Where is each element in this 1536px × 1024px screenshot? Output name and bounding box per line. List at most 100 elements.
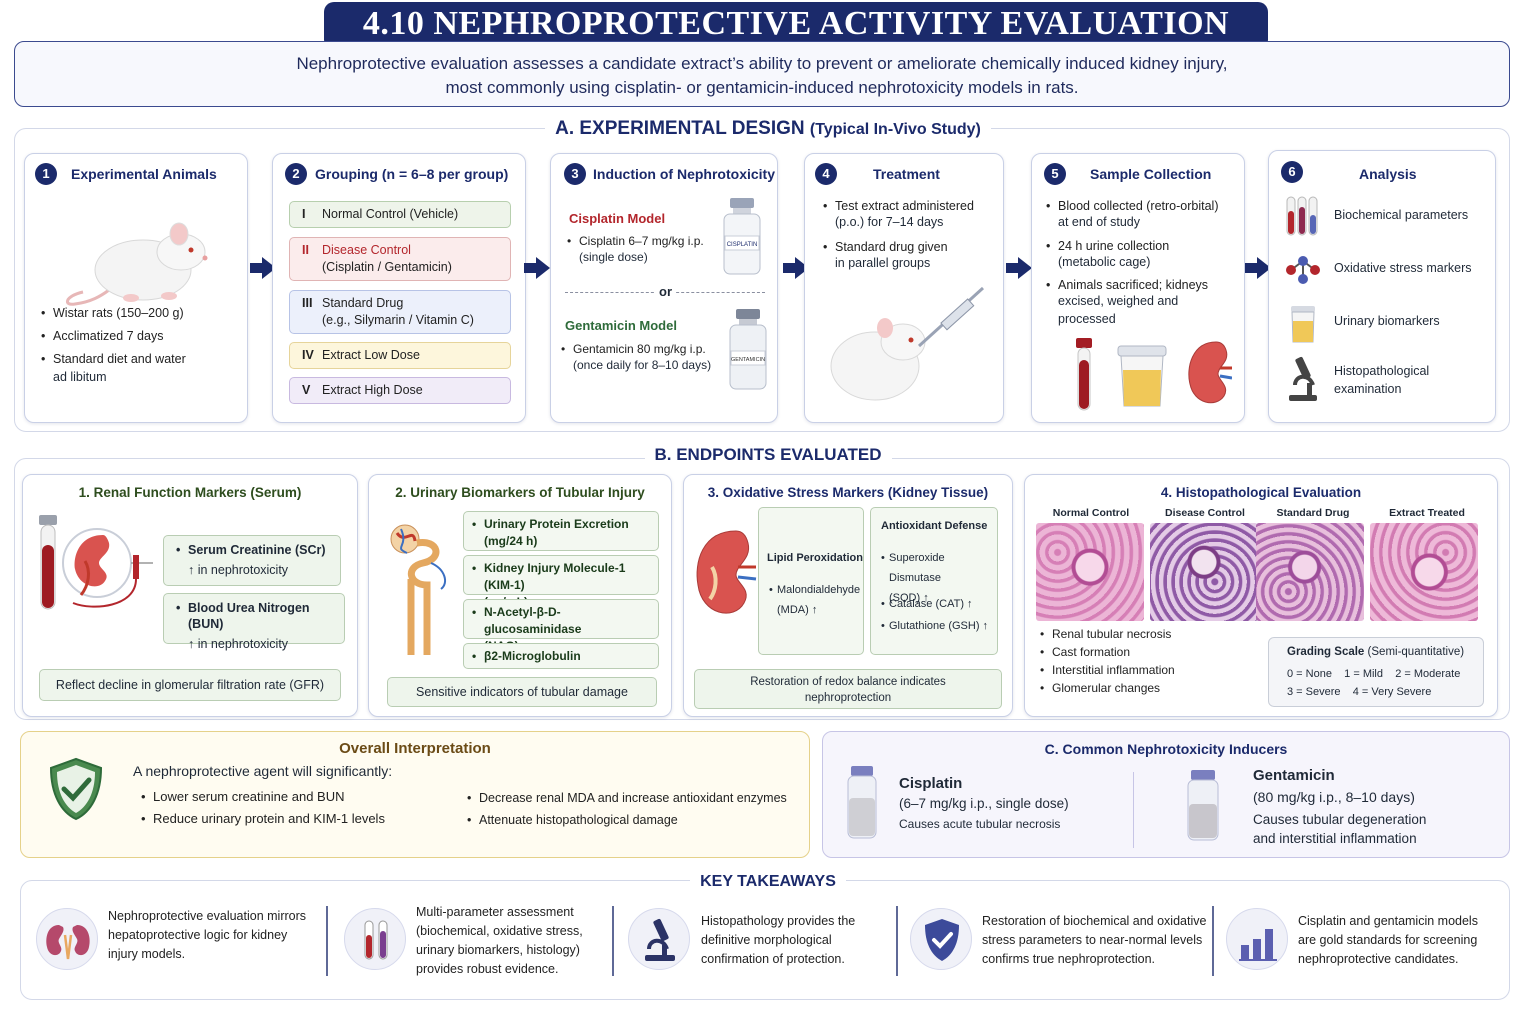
- histo-panel-label: Extract Treated: [1389, 507, 1465, 519]
- takeaway-divider: [1212, 906, 1214, 976]
- takeaway-2: Multi-parameter assessment(biochemical, …: [416, 903, 583, 979]
- animals-bullet-3: Standard diet and water: [41, 350, 186, 368]
- takeaway-divider: [896, 906, 898, 976]
- scr-label: •Serum Creatinine (SCr): [176, 543, 326, 557]
- bar-chart-icon: [1239, 929, 1277, 961]
- renal-note: Reflect decline in glomerular filtration…: [39, 669, 341, 701]
- animals-bullet-2: Acclimatized 7 days: [41, 327, 164, 345]
- histo-finding-4: Glomerular changes: [1040, 679, 1160, 697]
- lp-item-l2: (MDA) ↑: [777, 604, 818, 616]
- renal-title: 1. Renal Function Markers (Serum): [78, 485, 302, 500]
- urinary-biomarkers-panel: 2. Urinary Biomarkers of Tubular Injury …: [368, 474, 672, 717]
- ad-item-l1: Superoxide Dismutase: [889, 552, 945, 584]
- group-roman: II: [302, 243, 309, 257]
- takeaway-icon-bg: [36, 908, 98, 970]
- cisplatin-vial-icon: [847, 766, 877, 839]
- grading-line-2: 3 = Severe 4 = Very Severe: [1287, 686, 1432, 698]
- bun-label-text: Blood Urea Nitrogen (BUN): [188, 601, 310, 631]
- takeaway-line: hepatoprotective logic for kidney: [108, 928, 288, 942]
- takeaway-line: urinary biomarkers, histology): [416, 943, 580, 957]
- cisplatin-effect: Causes acute tubular necrosis: [899, 817, 1061, 831]
- section-b-heading: B. ENDPOINTS EVALUATED: [0, 444, 1536, 466]
- histo-finding-3: Interstitial inflammation: [1040, 661, 1175, 679]
- interpretation-lead: A nephroprotective agent will significan…: [133, 763, 393, 779]
- takeaways-title: KEY TAKEAWAYS: [690, 873, 846, 890]
- takeaway-4: Restoration of biochemical and oxidative…: [982, 912, 1206, 969]
- page-title: 4.10 NEPHROPROTECTIVE ACTIVITY EVALUATIO…: [324, 2, 1268, 44]
- urinary-note: Sensitive indicators of tubular damage: [387, 677, 657, 707]
- group-label: Extract High Dose: [322, 383, 423, 397]
- grading-scale-box: Grading Scale (Semi-quantitative) 0 = No…: [1268, 637, 1484, 707]
- histo-panel-label: Standard Drug: [1276, 507, 1350, 519]
- urine-sample-icon: [1291, 306, 1315, 343]
- takeaway-icon-bg: [910, 908, 972, 970]
- takeaway-line: are gold standards for screening: [1298, 933, 1478, 947]
- histo-panel-label: Disease Control: [1165, 507, 1245, 519]
- oxidative-stress-panel: 3. Oxidative Stress Markers (Kidney Tiss…: [683, 474, 1013, 717]
- gentamicin-vial-icon: [1187, 770, 1219, 841]
- step-card-treatment: 4 Treatment Test extract administered (p…: [804, 153, 1004, 423]
- kidneys-icon: [46, 925, 90, 960]
- inducers-divider: [1133, 772, 1134, 848]
- group-roman: IV: [302, 348, 314, 362]
- cisplatin-dose-text: (6–7 mg/kg i.p., single dose): [899, 796, 1069, 811]
- intro-box: Nephroprotective evaluation assesses a c…: [14, 41, 1510, 107]
- tissue-image-standard: [1256, 523, 1364, 621]
- cisplatin-vial-label: CISPLATIN: [727, 242, 758, 248]
- flow-arrow-2: [524, 257, 550, 279]
- histo-panel-label: Normal Control: [1052, 507, 1130, 519]
- scr-label-text: Serum Creatinine (SCr): [188, 543, 326, 557]
- grading-subtitle: (Semi-quantitative): [1367, 646, 1465, 658]
- takeaways-heading: KEY TAKEAWAYS: [0, 870, 1536, 892]
- gentamicin-effect-2: and interstitial inflammation: [1253, 831, 1417, 846]
- treatment-bullet-2: Standard drug given: [823, 238, 948, 256]
- gentamicin-dose: Gentamicin 80 mg/kg i.p.: [561, 340, 706, 358]
- sample-bullet-2: 24 h urine collection: [1046, 237, 1169, 255]
- marker-label: N-Acetyl-β-D-glucosaminidase: [484, 605, 582, 636]
- gentamicin-dose-note: (once daily for 8–10 days): [573, 358, 712, 372]
- sample-bullet-3-cont2: processed: [1058, 312, 1116, 326]
- takeaway-line: confirms true nephroprotection.: [982, 952, 1156, 966]
- flow-arrow-4: [1006, 257, 1032, 279]
- takeaway-divider: [612, 906, 614, 976]
- animals-bullet-1: Wistar rats (150–200 g): [41, 304, 184, 322]
- step-number: 3: [564, 163, 586, 185]
- microscope-icon: [645, 918, 675, 961]
- lp-item: •Malondialdehyde(MDA) ↑: [769, 580, 860, 620]
- step-number: 5: [1044, 163, 1066, 185]
- intro-line-2: most commonly using cisplatin- or gentam…: [445, 78, 1079, 97]
- marker-label: Kidney Injury Molecule-1 (KIM-1): [484, 561, 626, 592]
- urine-cup-icon: [1117, 345, 1167, 407]
- gentamicin-vial-icon: GENTAMICIN: [729, 309, 767, 390]
- marker-kim1: Kidney Injury Molecule-1 (KIM-1)(ng/mL): [463, 555, 659, 609]
- step-card-sample-collection: 5 Sample Collection Blood collected (ret…: [1031, 153, 1245, 423]
- serum-creatinine-box: •Serum Creatinine (SCr) ↑ in nephrotoxic…: [163, 535, 341, 586]
- group-extract-high: V Extract High Dose: [289, 377, 511, 404]
- ad-item-cat: •Catalase (CAT) ↑: [881, 598, 973, 610]
- interpretation-left-2: Reduce urinary protein and KIM-1 levels: [141, 810, 385, 828]
- group-label: Disease Control: [322, 243, 411, 257]
- takeaway-line: Multi-parameter assessment: [416, 905, 574, 919]
- kidney-icon: [1188, 341, 1232, 404]
- sample-bullet-1-cont: at end of study: [1058, 215, 1141, 229]
- inducers-panel: C. Common Nephrotoxicity Inducers Cispla…: [822, 731, 1510, 858]
- gentamicin-dose-text: (80 mg/kg i.p., 8–10 days): [1253, 789, 1415, 805]
- ad-title: Antioxidant Defense: [881, 520, 988, 532]
- ad-item-l2: (SOD) ↑: [889, 592, 929, 604]
- oxidative-title: 3. Oxidative Stress Markers (Kidney Tiss…: [707, 485, 989, 500]
- step-title: Experimental Animals: [71, 166, 217, 182]
- marker-b2-microglobulin: β2-Microglobulin: [463, 643, 659, 669]
- cisplatin-model-title: Cisplatin Model: [569, 211, 666, 226]
- gentamicin-model-title: Gentamicin Model: [565, 318, 677, 333]
- group-sublabel: (Cisplatin / Gentamicin): [322, 260, 452, 274]
- ad-item-sod: •Superoxide Dismutase(SOD) ↑: [881, 548, 997, 608]
- marker-label: Urinary Protein Excretion: [484, 517, 629, 531]
- step-title: Induction of Nephrotoxicity: [593, 166, 775, 182]
- flow-arrow-5: [1245, 257, 1271, 279]
- step-number: 4: [815, 163, 837, 185]
- group-roman: V: [302, 383, 311, 397]
- oxidative-note-l2: nephroprotection: [804, 692, 892, 704]
- analysis-item-oxidative: Oxidative stress markers: [1334, 261, 1472, 275]
